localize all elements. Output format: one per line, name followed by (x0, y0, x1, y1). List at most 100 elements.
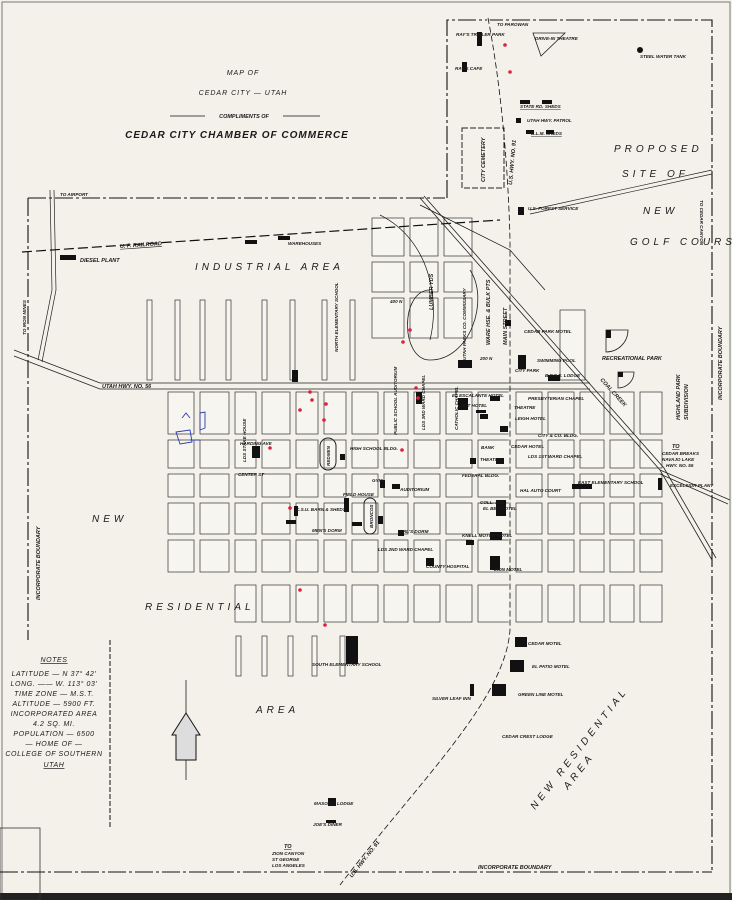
city-block (199, 539, 230, 573)
building (378, 516, 383, 524)
label-lds-stake-house: LDS STAKE HOUSE (242, 418, 247, 462)
label-new-residential-se: NEW RESIDENTIAL (529, 686, 631, 812)
label-south-elem: SOUTH ELEMENTARY SCHOOL (312, 662, 382, 667)
building (520, 100, 530, 104)
city-block (323, 502, 347, 535)
dead-end-street (349, 299, 356, 381)
landmark-labels: RAY'S TRAILER PARK RAY'S CAFE DRIVE-IN T… (80, 32, 714, 827)
city-block (639, 391, 663, 435)
building (542, 100, 552, 104)
city-block (477, 584, 511, 623)
building (496, 458, 504, 464)
dead-end-street (199, 299, 206, 381)
label-utah-hwy-patrol: UTAH HWY. PATROL (527, 118, 572, 123)
building (340, 454, 345, 460)
dead-end-street (261, 299, 268, 381)
red-mark (323, 623, 327, 627)
red-mark (401, 340, 405, 344)
building (658, 478, 662, 490)
city-block (547, 539, 575, 573)
building (470, 684, 474, 696)
label-harding-ave: HARDING AVE (240, 441, 273, 446)
label-warehouses: WAREHOUSES (288, 241, 322, 246)
label-silver-leaf-inn: SILVER LEAF INN (432, 696, 471, 701)
label-subdivision: SUBDIVISION (684, 383, 690, 420)
city-block (199, 391, 230, 435)
label-diesel-plant: DIESEL PLANT (80, 258, 120, 264)
city-block (515, 539, 543, 573)
label-public-school-aud: PUBLIC SCHOOL AUDITORIUM (393, 367, 398, 435)
red-mark (324, 402, 328, 406)
label-lds-2nd-ward: LDS 2ND WARD CHAPEL (378, 547, 433, 552)
city-block (234, 502, 257, 535)
dead-end-street (287, 635, 294, 677)
city-block (639, 584, 663, 623)
label-lunt-hotel: LUNT HOTEL (458, 403, 487, 408)
label-new-west: NEW (92, 514, 127, 525)
label-theatre-south: THEATRE (480, 457, 502, 462)
red-marks (268, 43, 512, 627)
city-block (547, 502, 575, 535)
red-mark (310, 398, 314, 402)
label-csu-barn: C.S.U. BARN & SHEDS (296, 507, 347, 512)
city-block (609, 502, 635, 535)
dead-end-street (311, 635, 318, 677)
dir-zion-to: TO (284, 844, 292, 850)
label-city-park: CITY PARK (515, 368, 540, 373)
label-auditorium: AUDITORIUM (399, 487, 429, 492)
city-block (383, 539, 409, 573)
north-arrow-icon (171, 680, 201, 780)
city-block (295, 391, 319, 435)
building (618, 372, 623, 377)
label-utah-parks: UTAH PARKS CO. COMMISSARY (462, 287, 467, 360)
building (252, 446, 260, 458)
label-rays-cafe: RAY'S CAFE (455, 66, 483, 71)
building (60, 255, 76, 260)
label-knell-motor-hotel: KNELL MOTOR HOTEL (462, 533, 513, 538)
city-block (199, 502, 230, 535)
building (398, 530, 404, 536)
note-latitude: LATITUDE — N 37° 42' (12, 670, 97, 678)
building (546, 130, 554, 134)
building (515, 637, 527, 647)
label-400-n: 400 N (389, 299, 403, 304)
red-mark (416, 396, 420, 400)
building (490, 556, 500, 570)
label-field-house: FIELD HOUSE (343, 492, 375, 497)
building (326, 820, 336, 823)
dir-st-george: ST GEORGE (272, 857, 300, 862)
city-block (261, 473, 291, 498)
label-industrial-area: INDUSTRIAL AREA (195, 262, 344, 273)
city-block (234, 584, 257, 623)
city-block (199, 473, 230, 498)
label-residential-west: RESIDENTIAL (145, 602, 255, 613)
red-mark (288, 506, 292, 510)
label-main-street: MAIN STREET (503, 307, 509, 345)
label-zion-motel: ZION MOTEL (493, 567, 523, 572)
label-golf-course: GOLF COURSE (630, 237, 732, 248)
label-broncos: BRONCOS (369, 504, 374, 528)
label-college-ave: COLL. AVE (480, 500, 505, 505)
city-block (351, 584, 379, 623)
label-drive-in: DRIVE-IN THEATRE (535, 36, 579, 41)
to-airport-road (37, 189, 57, 363)
city-block (323, 439, 347, 469)
city-block (609, 473, 635, 498)
label-green-line-motel: GREEN LINE MOTEL (518, 692, 564, 697)
redmen-oval (319, 437, 337, 471)
note-population: POPULATION — 6500 (13, 731, 94, 738)
city-block (413, 584, 441, 623)
building (572, 484, 592, 489)
utah-hwy-56 (13, 349, 590, 390)
city-block (383, 584, 409, 623)
city-block (383, 502, 409, 535)
building (606, 330, 611, 338)
note-time-zone: TIME ZONE — M.S.T. (14, 691, 94, 698)
city-block (323, 391, 347, 435)
city-block (351, 439, 379, 469)
city-block (167, 502, 195, 535)
building (470, 458, 476, 464)
city-block (443, 297, 473, 339)
building (245, 240, 257, 244)
label-railroad: U. P. RAILROAD (120, 241, 162, 250)
